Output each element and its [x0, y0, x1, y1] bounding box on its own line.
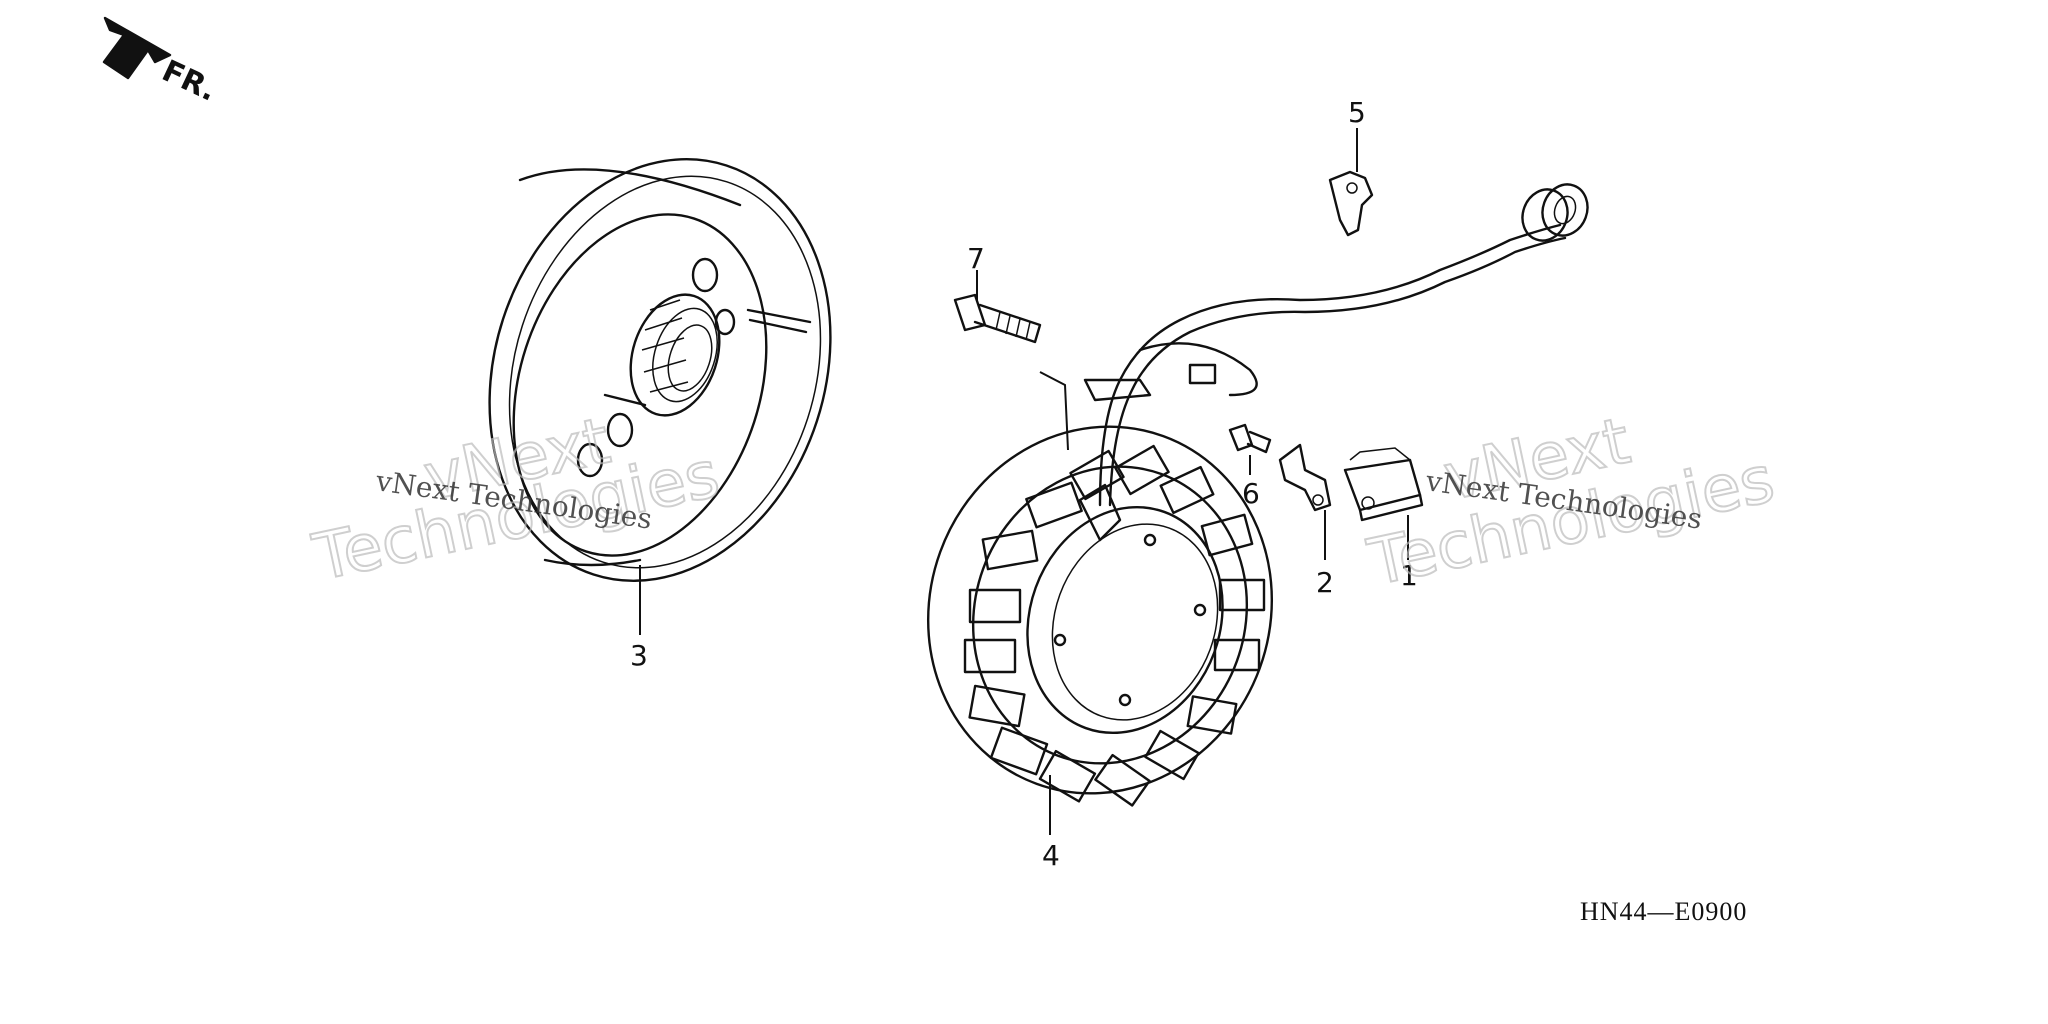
callout-1: 1	[1400, 559, 1418, 592]
callout-6: 6	[1242, 477, 1260, 510]
bracket-drawing	[1278, 443, 1332, 512]
callout-5: 5	[1348, 96, 1366, 129]
callout-3: 3	[630, 639, 648, 672]
callout-2: 2	[1316, 566, 1334, 599]
small-bolt-drawing	[1228, 423, 1272, 454]
bolt-drawing	[953, 293, 1069, 451]
callout-7: 7	[967, 242, 985, 275]
callout-4: 4	[1042, 839, 1060, 872]
wire-harness-drawing	[1083, 183, 1589, 507]
stator-drawing	[926, 425, 1274, 807]
watermark-left: vNext Technologies vNext Technologies	[306, 403, 727, 596]
front-direction-arrow-icon	[102, 16, 172, 80]
watermark-right: vNext Technologies vNext Technologies	[1361, 403, 1782, 601]
diagram-code: HN44—E0900	[1580, 897, 1747, 926]
regulator-drawing	[1343, 447, 1424, 522]
front-direction-label: FR.	[157, 54, 222, 109]
flywheel-drawing	[488, 158, 832, 582]
clamp-drawing	[1328, 170, 1374, 237]
